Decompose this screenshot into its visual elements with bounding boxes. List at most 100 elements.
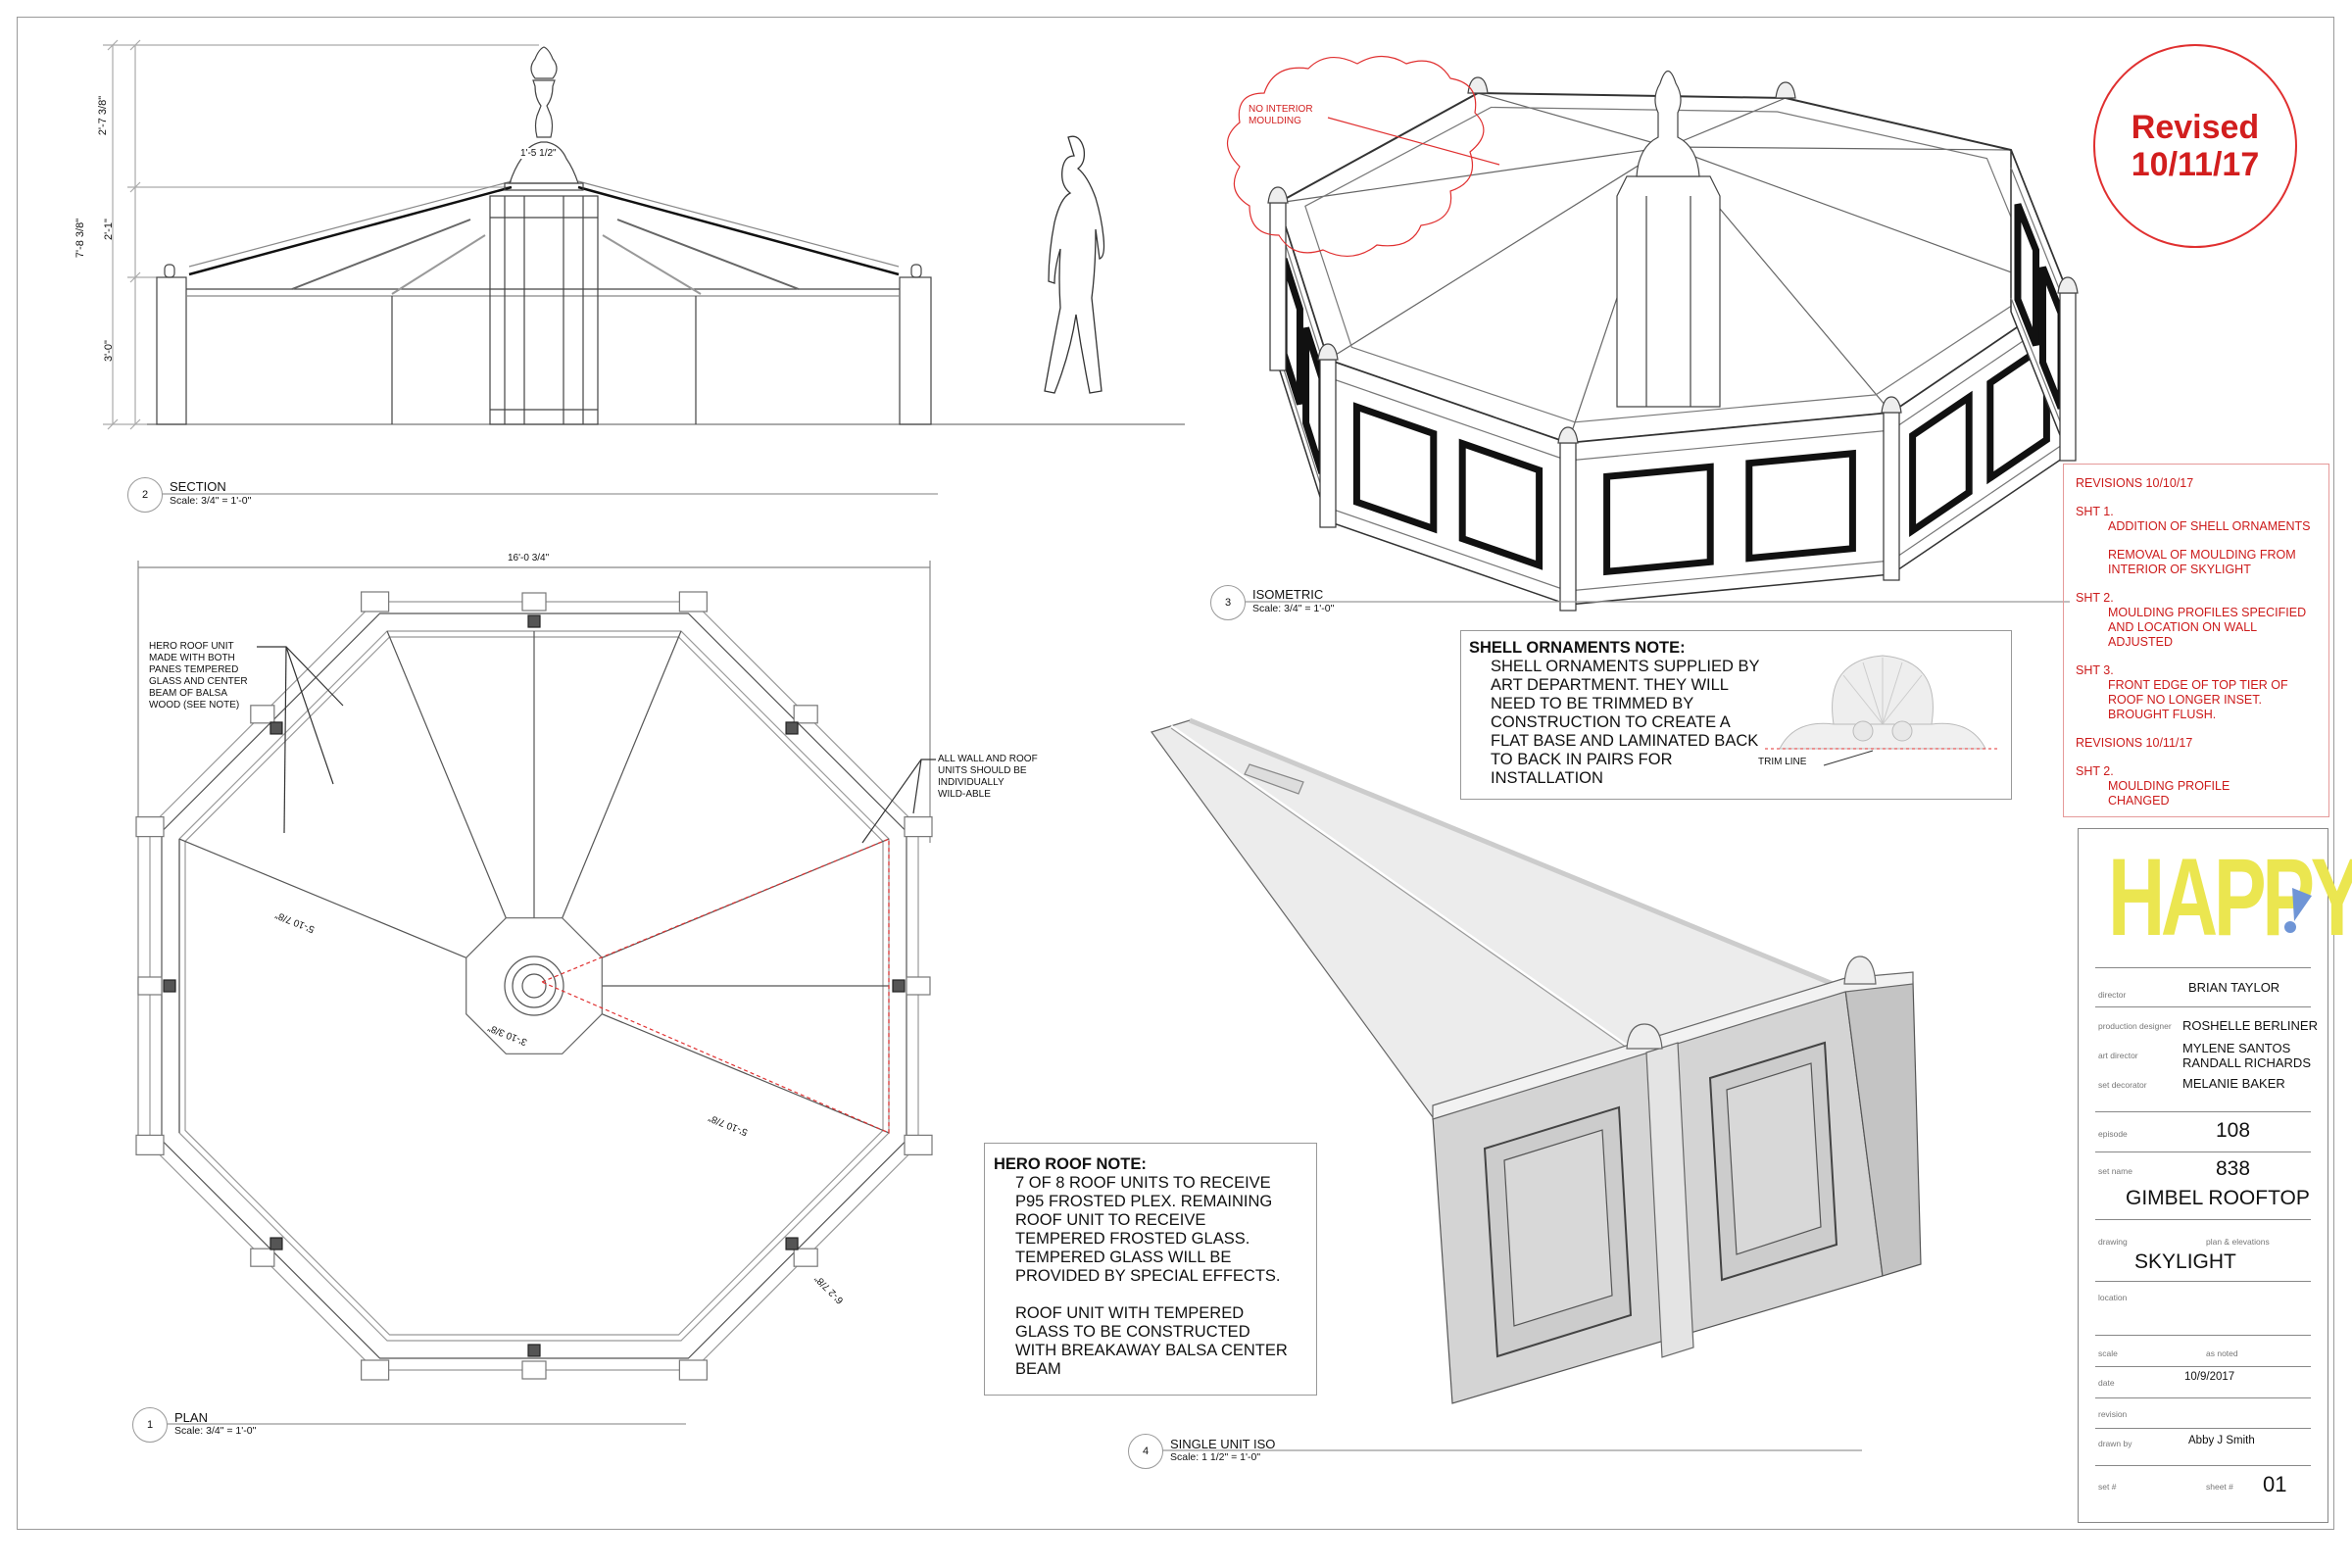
human-scale-figure [1044,135,1105,394]
revision-sheet: SHT 1. [2076,505,2114,518]
revision-sheet: SHT 2. [2076,764,2114,778]
iso-wall-moulding [1567,429,1892,462]
plan-width-dimension [137,561,931,1137]
callout-line: WILD-ABLE [938,789,991,800]
plan-ornament-marker [527,614,541,628]
iso-roof-beam [1277,146,1669,204]
revised-stamp-date: 10/11/17 [2131,146,2260,183]
plan-post [135,1134,165,1155]
iso-roof-beam [1667,97,1787,148]
title-block: HAPPY director BRIAN TAYLOR production d… [2078,828,2352,1523]
show-logo: HAPPY [2108,836,2352,958]
art-director-value: RANDALL RICHARDS [2182,1055,2311,1070]
drawing-type: plan & elevations [2206,1237,2270,1247]
cloud-note-line: NO INTERIOR [1249,104,1313,115]
plan-post [250,705,275,724]
plan-hub [512,963,557,1008]
date-label: date [2098,1378,2115,1388]
iso-finial [1636,70,1700,177]
single-view-title: SINGLE UNIT ISO [1170,1437,1276,1451]
iso-roof-beam [1327,146,1669,361]
iso-wall-post [1559,442,1577,612]
section-view-number: 2 [127,477,163,513]
revision-cloud [1226,55,1485,257]
revised-stamp-label: Revised [2131,109,2260,146]
set-number-value: 838 [2216,1157,2251,1180]
note-body: SHELL ORNAMENTS SUPPLIED BY ART DEPARTME… [1491,658,1760,787]
iso-wall-post [1269,202,1287,371]
trim-line-label: TRIM LINE [1758,757,1807,767]
iso-wall-post [1883,412,1900,581]
hero-roof-note: HERO ROOF NOTE: 7 OF 8 ROOF UNITS TO REC… [984,1143,1317,1396]
iso-view-number: 3 [1210,585,1246,620]
plan-post [521,1360,547,1380]
iso-shell-ornament [1317,343,1339,361]
iso-shell-ornament [1775,81,1796,99]
plan-ornament-marker [527,1344,541,1357]
drawing-label: drawing [2098,1237,2128,1247]
iso-shell-ornament [1267,186,1289,204]
art-director-value: MYLENE SANTOS [2182,1041,2291,1055]
plan-post [361,1359,390,1381]
episode-label: episode [2098,1129,2128,1139]
plan-view-scale: Scale: 3/4" = 1'-0" [174,1425,257,1437]
plan-post [137,976,163,996]
callout-line: GLASS AND CENTER [149,676,248,687]
revision-item: ADDITION OF SHELL ORNAMENTS [2108,519,2311,533]
plan-post [250,1248,275,1267]
plan-view-number: 1 [132,1407,168,1443]
plan-post [678,1359,708,1381]
revisions-header: REVISIONS 10/11/17 [2076,736,2193,750]
plan-hub [504,956,564,1016]
iso-wall-base [1567,560,1892,592]
iso-wall-panel [1986,338,2050,485]
plan-ornament-marker [270,1237,283,1250]
plan-post [904,816,933,838]
iso-wall-base [1327,507,1569,592]
dim-bottom-height: 3'-0" [102,340,115,362]
revision-item: REMOVAL OF MOULDING FROM INTERIOR OF SKY… [2108,548,2296,576]
isometric-drawing [1267,70,2079,612]
iso-shell-ornament [2057,276,2079,294]
iso-shell-ornament [1881,396,1902,414]
iso-wall-base [2010,297,2069,442]
plan-post [793,1248,818,1267]
note-body: 7 OF 8 ROOF UNITS TO RECEIVE P95 FROSTED… [1015,1174,1288,1378]
iso-wall-post [2059,292,2077,462]
plan-post [361,591,390,612]
left-shell-ornament [164,264,175,278]
director-label: director [2098,990,2127,1000]
episode-value: 108 [2216,1119,2251,1142]
center-column [489,195,599,425]
scale-label: scale [2098,1348,2118,1358]
plan-ornament-marker [892,979,906,993]
iso-wall-panel [1909,390,1973,537]
scale-value: as noted [2206,1348,2238,1358]
revisions-box: REVISIONS 10/10/17 SHT 1. ADDITION OF SH… [2063,464,2329,817]
production-designer-value: ROSHELLE BERLINER [2182,1018,2318,1033]
plan-ornament-marker [785,721,799,735]
plan-post [906,976,931,996]
revision-label: revision [2098,1409,2128,1419]
callout-line: MADE WITH BOTH [149,653,235,663]
iso-wall-panel [2014,203,2040,347]
cloud-leader [1327,117,1500,166]
revision-item: FRONT EDGE OF TOP TIER OF ROOF NO LONGER… [2108,678,2288,721]
section-dimension-lines [103,39,539,430]
revision-sheet: SHT 2. [2076,591,2114,605]
iso-wall-panel [1603,463,1714,576]
note-title: HERO ROOF NOTE: [994,1155,1147,1173]
iso-wall-panel [1745,449,1856,563]
callout-leader [912,759,922,814]
wall-pilaster [1645,1042,1694,1358]
finial-acorn [530,46,558,79]
art-director-label: art director [2098,1051,2138,1060]
set-number-label: set # [2098,1482,2117,1492]
hero-roof-unit-highlight [540,838,890,1134]
location-label: location [2098,1293,2128,1302]
shell-ornament-image [1765,655,2000,766]
